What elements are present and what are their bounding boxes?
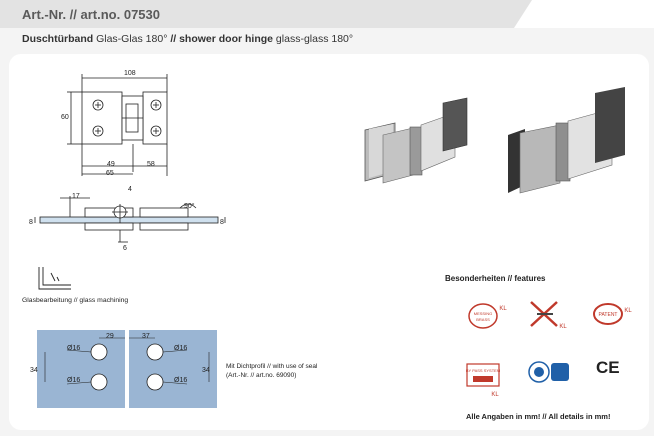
dim-37-label: 37 [142, 333, 150, 340]
certification-icon [528, 361, 569, 383]
product-title: Duschtürband Glas-Glas 180° // shower do… [22, 33, 354, 45]
header-tab-decoration [514, 0, 654, 28]
dim-width-label: 108 [124, 70, 136, 77]
dim-left-label: 49 [107, 161, 115, 168]
dia-label-2: Ø16 [67, 377, 81, 384]
dim-6-label: 6 [123, 245, 127, 252]
dim-34-right-label: 34 [202, 367, 210, 374]
svg-text:BRASS: BRASS [476, 317, 490, 322]
svg-text:KL: KL [559, 324, 567, 330]
dim-34-left-label: 34 [30, 367, 38, 374]
header-bar: Art.-Nr. // art.no. 07530 [0, 0, 654, 28]
dim-90-label: 90° [184, 203, 195, 210]
bypass-system-icon: BY PASS SYSTEM KL [466, 363, 500, 398]
svg-text:MESSING: MESSING [474, 311, 492, 316]
seal-note: Mit Dichtprofil // with use of seal (Art… [226, 363, 318, 379]
dia-label-4: Ø16 [174, 377, 188, 384]
hinge-photo-open [364, 97, 468, 184]
dim-right-label: 58 [147, 161, 155, 168]
svg-text:KL: KL [491, 392, 499, 398]
svg-text:KL: KL [624, 308, 632, 314]
hinge-side-view-drawing [34, 196, 226, 243]
kl-tools-icon: KL [530, 301, 567, 330]
dim-4-label: 4 [128, 186, 132, 193]
glass-machining-drawing [37, 330, 217, 408]
patent-icon: PATENT KL [593, 303, 632, 325]
svg-text:PATENT: PATENT [599, 312, 618, 318]
dim-8-left-label: 8 [29, 219, 33, 226]
dia-label-3: Ø16 [174, 345, 188, 352]
ce-mark-icon: CE [596, 358, 620, 377]
footer-note: Alle Angaben in mm! // All details in mm… [466, 412, 611, 421]
dim-8-right-label: 8 [220, 219, 224, 226]
dia-label-1: Ø16 [67, 345, 81, 352]
dim-17-label: 17 [72, 193, 80, 200]
hinge-top-view-drawing [67, 74, 168, 176]
glass-edge-icon [38, 267, 71, 290]
svg-text:BY PASS SYSTEM: BY PASS SYSTEM [466, 368, 500, 373]
dim-height-label: 60 [61, 114, 69, 121]
hinge-photo-closed [508, 87, 625, 194]
article-number: Art.-Nr. // art.no. 07530 [22, 7, 160, 22]
features-title: Besonderheiten // features [445, 274, 546, 283]
svg-text:KL: KL [499, 306, 507, 312]
messing-brass-icon: MESSING BRASS KL [468, 303, 507, 329]
glass-machining-label: Glasbearbeitung // glass machining [22, 297, 129, 304]
dim-total-label: 65 [106, 170, 114, 177]
dim-29-label: 29 [106, 333, 114, 340]
